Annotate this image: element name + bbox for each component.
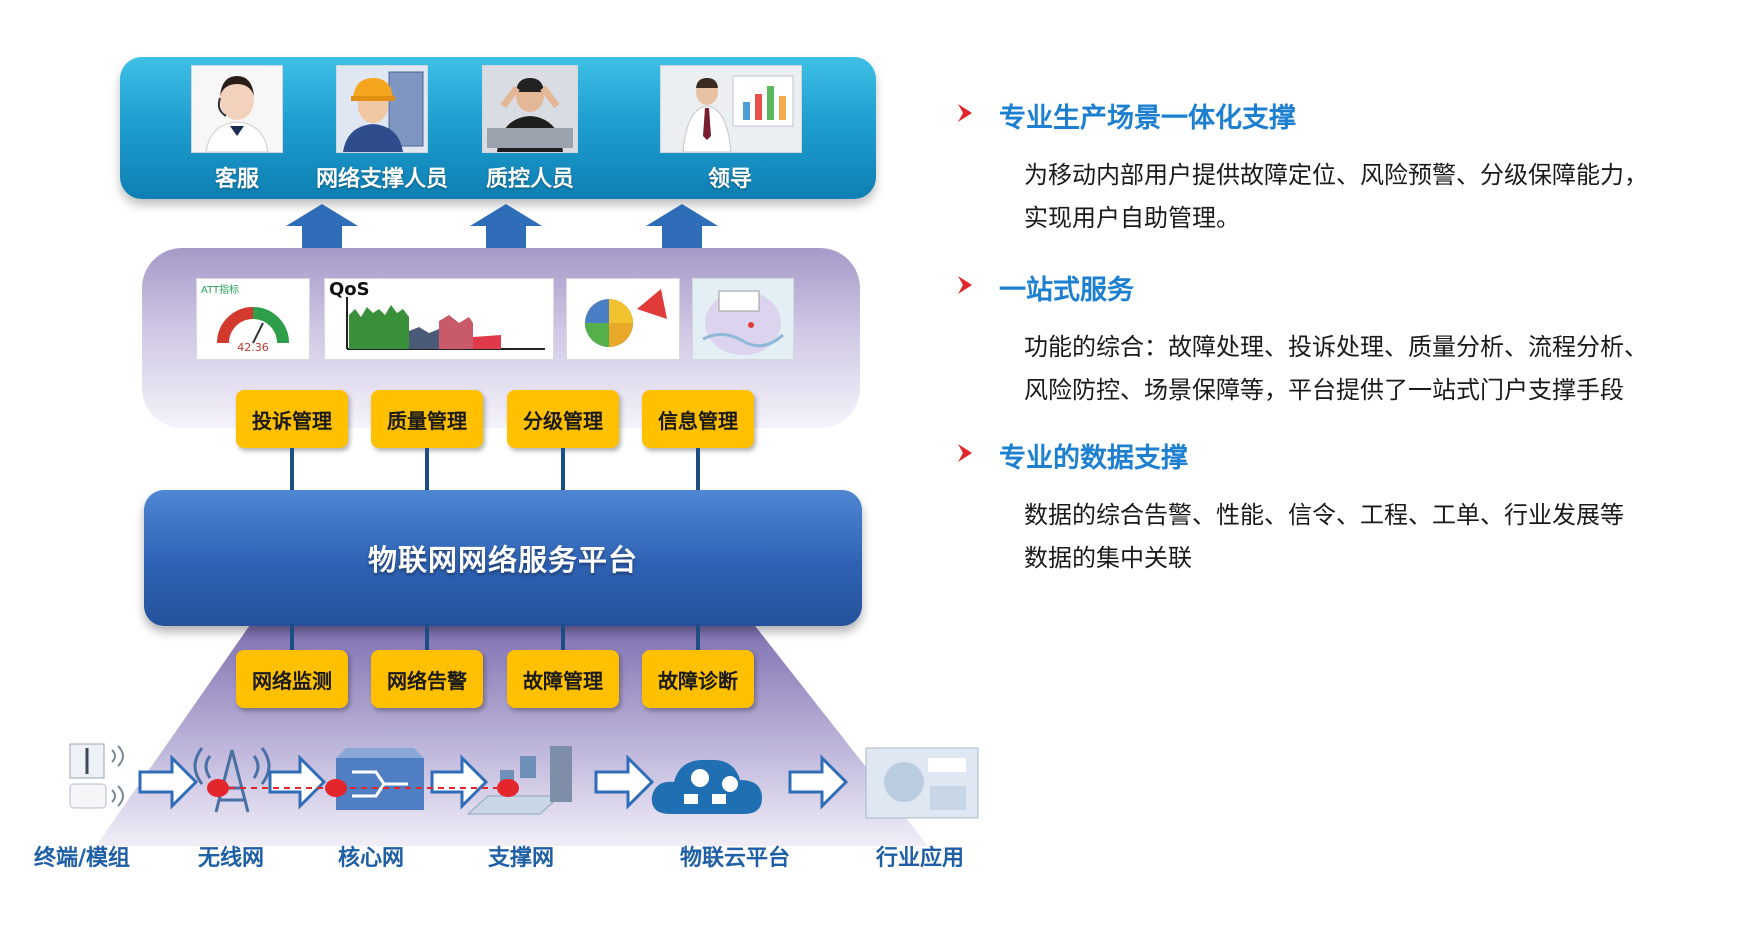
map-icon (693, 279, 793, 359)
up-arrow-icon (286, 204, 358, 248)
network-chain (69, 743, 979, 819)
support-network-icon (466, 746, 572, 815)
node-label-support: 支撑网 (488, 846, 555, 871)
quality-management-button[interactable]: 质量管理 (371, 390, 483, 448)
connector-line (696, 624, 700, 664)
pie-chart-thumbnail (566, 278, 680, 360)
qos-chart-icon (346, 297, 545, 350)
flow-arrow-icon (788, 754, 849, 810)
qos-title: QoS (329, 279, 370, 300)
network-alarm-button[interactable]: 网络告警 (371, 650, 483, 708)
arrow-bullet-icon (958, 104, 972, 122)
node-label-industry-app: 行业应用 (876, 846, 965, 871)
quality-control-photo (482, 65, 578, 153)
connector-line (290, 448, 294, 492)
fault-marker-icon (207, 779, 229, 797)
customer-service-photo (191, 65, 283, 153)
wireless-tower-icon (193, 747, 271, 813)
user-role-network-engineer: 网络支撑人员 (307, 65, 457, 193)
node-label-terminal: 终端/模组 (34, 846, 131, 871)
analysis-tools-panel: ATT指标 42.36 QoS (142, 248, 860, 428)
fault-diagnosis-button[interactable]: 故障诊断 (642, 650, 754, 708)
connector-line (561, 624, 565, 664)
fault-marker-icon (325, 779, 347, 797)
node-label-core: 核心网 (338, 846, 405, 871)
point-title: 专业的数据支撑 (999, 443, 1188, 474)
point-description-line: 数据的综合告警、性能、信令、工程、工单、行业发展等 (1024, 501, 1624, 529)
user-role-quality-control: 质控人员 (465, 65, 595, 193)
information-management-button[interactable]: 信息管理 (642, 390, 754, 448)
user-role-label: 网络支撑人员 (315, 167, 448, 192)
flow-arrow-icon (594, 754, 655, 810)
up-arrow-icon (646, 204, 718, 248)
connector-line (696, 448, 700, 492)
connector-line (290, 624, 294, 664)
user-role-label: 质控人员 (485, 167, 574, 192)
terminal-module-icon (69, 743, 124, 809)
fault-management-button[interactable]: 故障管理 (507, 650, 619, 708)
up-arrows (286, 204, 718, 248)
gauge-value: 42.36 (237, 341, 269, 354)
flow-arrow-icon (430, 754, 489, 810)
flow-arrow-icon (138, 754, 199, 810)
tier-management-button[interactable]: 分级管理 (507, 390, 619, 448)
connector-line (425, 624, 429, 664)
up-arrow-icon (470, 204, 542, 248)
user-roles-bar: 客服 网络支撑人员 质控人员 (120, 57, 876, 199)
point-description-line: 实现用户自助管理。 (1024, 204, 1240, 232)
arrow-bullet-icon (958, 444, 972, 462)
node-label-wireless: 无线网 (198, 846, 265, 871)
user-role-label: 领导 (707, 167, 752, 192)
point-title: 一站式服务 (999, 275, 1134, 306)
node-label-iot-cloud: 物联云平台 (680, 846, 791, 871)
user-role-leader: 领导 (660, 65, 802, 193)
point-description-line: 数据的集中关联 (1024, 544, 1192, 572)
arrow-bullet-icon (958, 276, 972, 294)
complaint-management-button[interactable]: 投诉管理 (236, 390, 348, 448)
leader-photo (660, 65, 802, 153)
pie-chart-icon (585, 289, 667, 347)
map-thumbnail (692, 278, 794, 360)
network-monitoring-button[interactable]: 网络监测 (236, 650, 348, 708)
iot-cloud-icon (651, 759, 762, 814)
gauge-title: ATT指标 (201, 285, 240, 296)
gauge-thumbnail: ATT指标 42.36 (196, 278, 310, 360)
connector-line (561, 448, 565, 492)
connector-line (425, 448, 429, 492)
industry-application-icon (865, 747, 979, 819)
network-engineer-photo (336, 65, 428, 153)
point-description-line: 风险防控、场景保障等，平台提供了一站式门户支撑手段 (1024, 376, 1624, 404)
user-role-label: 客服 (214, 167, 259, 192)
gauge-icon (217, 307, 289, 344)
iot-network-service-platform: 物联网网络服务平台 (144, 490, 862, 626)
core-network-icon (336, 748, 424, 810)
point-description-line: 功能的综合：故障处理、投诉处理、质量分析、流程分析、 (1024, 333, 1648, 361)
flow-arrow-icon (268, 754, 327, 810)
qos-thumbnail: QoS (324, 278, 554, 360)
fault-marker-icon (497, 779, 519, 797)
platform-title: 物联网网络服务平台 (367, 543, 638, 577)
user-role-customer-service: 客服 (182, 65, 292, 193)
point-description-line: 为移动内部用户提供故障定位、风险预警、分级保障能力， (1024, 161, 1648, 189)
point-title: 专业生产场景一体化支撑 (999, 103, 1296, 134)
